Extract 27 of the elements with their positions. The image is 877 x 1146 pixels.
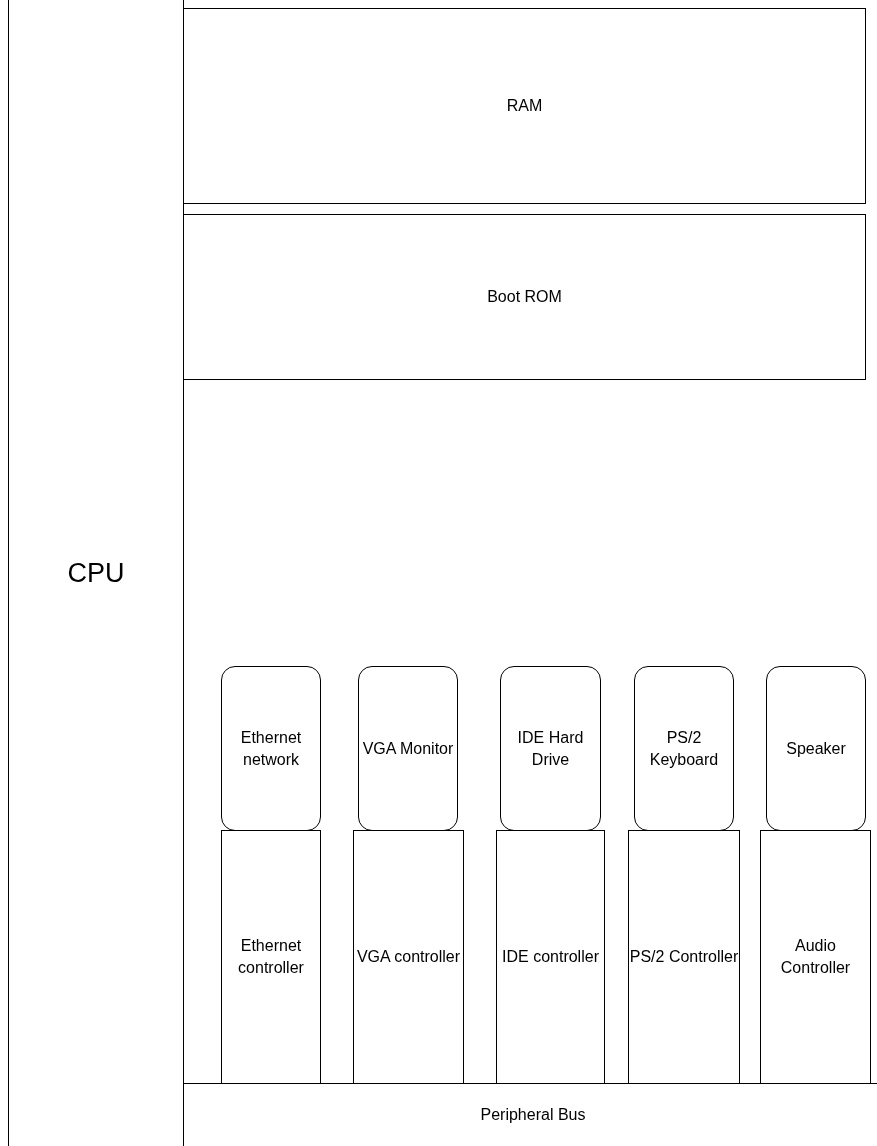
block-label: PS/2 Keyboard — [648, 727, 720, 770]
block-label: Ethernet controller — [237, 936, 305, 978]
device-box — [221, 666, 321, 831]
block-label: VGA Monitor — [362, 738, 454, 759]
block-label: Boot ROM — [487, 287, 562, 308]
block-label: CPU — [67, 556, 125, 590]
block-label: PS/2 Controller — [629, 947, 739, 968]
block-label: Peripheral Bus — [480, 1105, 586, 1125]
device-box — [766, 666, 866, 831]
memory-block — [183, 214, 866, 380]
controller-box — [221, 830, 321, 1084]
device-box — [358, 666, 458, 831]
controller-box — [628, 830, 740, 1084]
controller-box — [353, 830, 464, 1084]
controller-box — [760, 830, 871, 1084]
block-label: Audio Controller — [779, 936, 852, 978]
block-label: Ethernet network — [239, 727, 303, 770]
block-label: IDE controller — [502, 947, 599, 968]
block-label: VGA controller — [356, 947, 461, 968]
device-box — [634, 666, 734, 831]
memory-block — [183, 8, 866, 204]
cpu-block — [8, 0, 184, 1146]
block-label: RAM — [506, 96, 543, 117]
controller-box — [496, 830, 605, 1084]
block-label: IDE Hard Drive — [516, 727, 585, 770]
block-label: Speaker — [786, 738, 846, 759]
device-box — [500, 666, 601, 831]
